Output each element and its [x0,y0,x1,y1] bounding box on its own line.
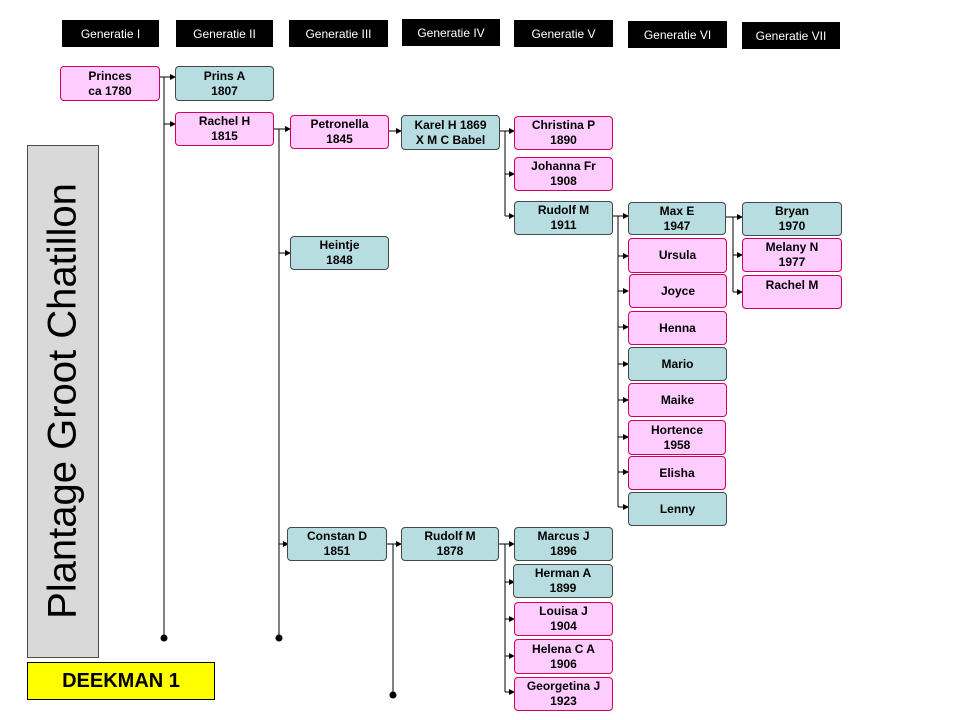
generation-header-4: Generatie IV [402,19,500,46]
generation-header-2: Generatie II [176,20,273,47]
person-henna: Henna [628,311,727,345]
generation-header-5: Generatie V [514,20,613,47]
person-rachel-m: Rachel M [742,275,842,309]
person-ursula: Ursula [628,238,727,273]
generation-header-1: Generatie I [62,20,159,47]
side-title-panel [27,145,99,658]
generation-header-7: Generatie VII [742,22,840,49]
person-lenny: Lenny [628,492,727,526]
person-maike: Maike [628,383,727,417]
person-mario: Mario [628,347,727,381]
person-joyce: Joyce [629,274,727,308]
person-elisha: Elisha [628,456,726,490]
family-badge: DEEKMAN 1 [27,662,215,700]
generation-header-6: Generatie VI [628,21,727,48]
generation-header-3: Generatie III [289,20,388,47]
